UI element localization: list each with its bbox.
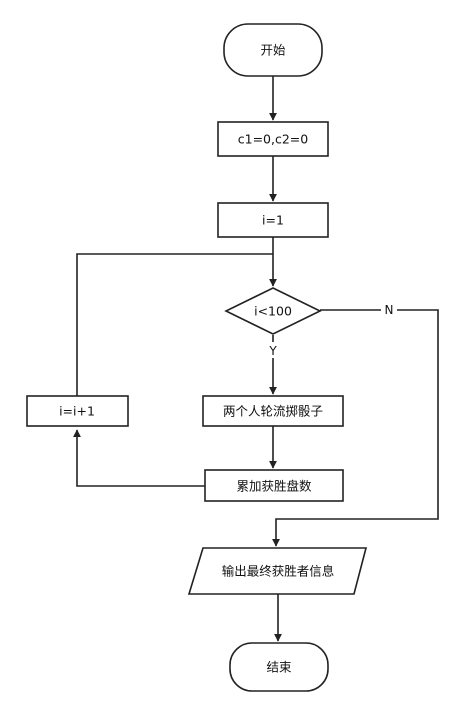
accumulate-label: 累加获胜盘数: [236, 479, 312, 494]
no-label-bg: [381, 302, 397, 318]
edge-increment-loop-back: [76, 253, 273, 396]
init-i-node: i=1: [217, 202, 329, 238]
roll-dice-node: 两个人轮流掷骰子: [202, 395, 344, 427]
end-node: 结束: [229, 642, 329, 692]
edge-label-no: N: [385, 303, 394, 317]
start-node: 开始: [223, 23, 323, 77]
end-label: 结束: [266, 660, 292, 675]
output-node: 输出最终获胜者信息: [187, 547, 368, 595]
accumulate-node: 累加获胜盘数: [204, 469, 344, 502]
condition-label: i<100: [254, 304, 292, 319]
start-label: 开始: [260, 43, 286, 58]
edge-label-yes: Y: [268, 344, 277, 358]
increment-label: i=i+1: [59, 404, 95, 419]
roll-dice-label: 两个人轮流掷骰子: [223, 404, 323, 419]
yes-label-bg: [266, 342, 280, 358]
init-counters-label: c1=0,c2=0: [238, 132, 309, 147]
init-i-label: i=1: [262, 213, 284, 228]
increment-node: i=i+1: [26, 395, 129, 427]
edge-condition-no-to-output: [272, 309, 439, 547]
condition-node: i<100: [224, 287, 322, 335]
edge-accumulate-to-increment: [73, 429, 205, 487]
output-label: 输出最终获胜者信息: [222, 564, 335, 579]
init-counters-node: c1=0,c2=0: [217, 121, 329, 157]
